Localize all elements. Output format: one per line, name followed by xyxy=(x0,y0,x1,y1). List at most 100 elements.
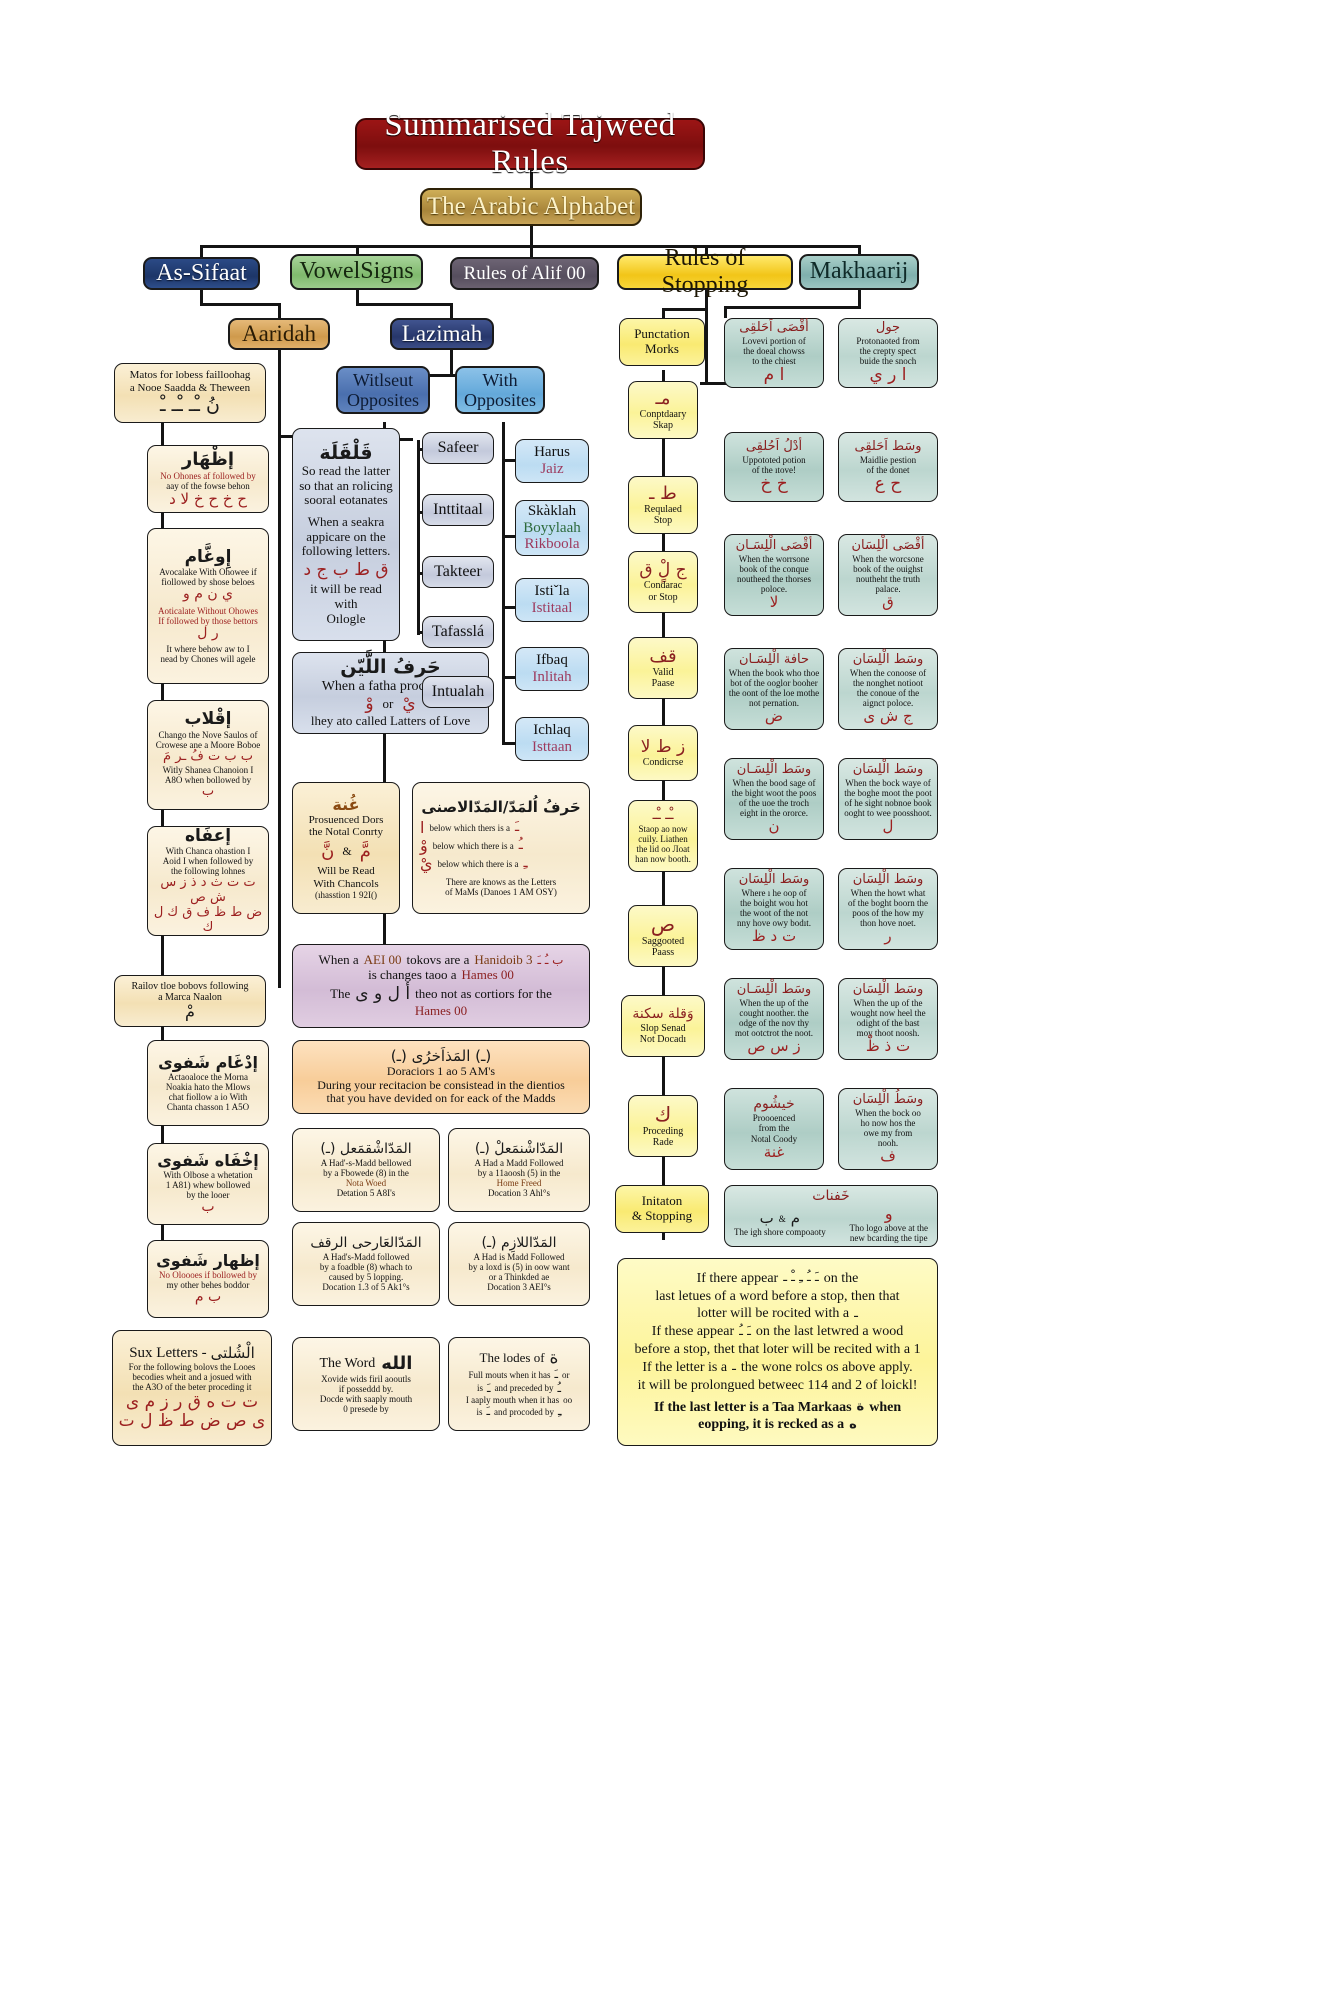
pill-label: Istitaal xyxy=(531,600,573,616)
line: of he sight nobnoe book xyxy=(844,797,932,808)
makhaarij-cell: وسَط الْلِسَـان When the bood sage of th… xyxy=(724,758,824,840)
line: wought now heel the xyxy=(850,1007,926,1018)
connector-line xyxy=(858,285,861,309)
connector-line xyxy=(502,459,520,462)
pill-label: Rikboola xyxy=(524,536,580,553)
arabic-symbol: ـْـ ـْـ xyxy=(652,806,674,823)
line: the oont of the loe mothe xyxy=(728,687,820,698)
line: theo not as cortiors for the xyxy=(415,985,552,1001)
line: Proceding xyxy=(642,1126,684,1137)
line: A8O when bollowed by xyxy=(164,774,252,785)
line: han now booth. xyxy=(635,854,691,865)
category-rules-of-stopping[interactable]: Rules of Stopping xyxy=(617,245,793,298)
stopping-item: ج لٍْ ق Condarac or Stop xyxy=(628,551,698,613)
arabic-title: قَلْقَلَة xyxy=(319,441,373,464)
line: It where behow aw to I xyxy=(166,644,250,655)
makhaarij-cell: خيشُوم Proooenced from the Notal Coody غ… xyxy=(724,1088,824,1170)
pill-label: Harus xyxy=(534,444,570,461)
arabic-title: إظْهَار xyxy=(181,449,235,471)
arabic-letters: م xyxy=(790,1209,801,1228)
connector-line xyxy=(450,303,453,320)
line: book of the conque xyxy=(739,563,809,574)
with-opposite-ifbaq[interactable]: Ifbaq Inlitah xyxy=(515,647,589,691)
sub-aaridah[interactable]: Aaridah xyxy=(228,318,330,350)
category-makhaarij[interactable]: Makhaarij xyxy=(799,254,919,290)
line: Detation 5 A8I's xyxy=(336,1188,396,1199)
without-opposite-tafassla[interactable]: Tafasslá xyxy=(422,616,494,648)
category-rules-of-alif[interactable]: Rules of Alif 00 xyxy=(450,257,599,290)
line: Prosuenced Dors xyxy=(308,813,384,826)
with-opposite-ichlaq[interactable]: Ichlaq Isttaan xyxy=(515,717,589,761)
arabic-letters: نَّ xyxy=(321,840,335,862)
line: Hames 00 xyxy=(461,967,514,983)
without-opposite-safeer[interactable]: Safeer xyxy=(422,432,494,464)
arabic-letters: ب xyxy=(759,1209,774,1228)
line: by a 11aoosh (5) in the xyxy=(477,1167,561,1178)
line: Rade xyxy=(652,1137,674,1149)
line: If there appear xyxy=(696,1270,779,1286)
sub-lazimah[interactable]: Lazimah xyxy=(390,318,494,350)
arabic-title: إعفَاه xyxy=(184,825,232,846)
connector-line xyxy=(705,285,708,385)
connector-line xyxy=(705,245,708,260)
line: by a foadble (8) whach to xyxy=(319,1261,413,1272)
without-opposite-inttitaal[interactable]: Inttitaal xyxy=(422,494,494,526)
arabic-title: وسَطُ الْلِسَان xyxy=(852,1091,924,1107)
line: Valid xyxy=(652,666,674,678)
arabic-letters: ـ xyxy=(732,1359,736,1375)
bottom-note-box: If there appear ـَ ـُ ـِ ـْ ـ on the las… xyxy=(617,1258,938,1446)
category-as-sifaat[interactable]: As-Sifaat xyxy=(143,257,260,290)
arabic-letters: ر xyxy=(884,927,892,946)
arabic-letters: ق ط ب ج د xyxy=(303,560,389,581)
subtitle-text: The Arabic Alphabet xyxy=(426,192,636,220)
line: appicare on the xyxy=(306,528,386,544)
without-opposite-takteer[interactable]: Takteer xyxy=(422,556,494,588)
line: Docation 3 Ahl°s xyxy=(487,1188,551,1199)
pill-label: Jaiz xyxy=(540,461,564,477)
with-opposite-harus-jaiz[interactable]: Harus Jaiz xyxy=(515,439,589,483)
arabic-letters: أ ل و ى xyxy=(355,983,411,1004)
line: No Ohones af followed by xyxy=(160,470,256,481)
line: When the worcsone xyxy=(852,553,924,564)
arabic-letters: ـَ xyxy=(486,1404,491,1419)
line: I aaply mouth when it has xyxy=(465,1395,560,1406)
sub-without-opposites[interactable]: Witlseut Opposites xyxy=(336,366,430,414)
line: When the howt what xyxy=(850,887,926,898)
sifaat-sux-letters-box: Sux Letters - الْشُلتى For the following… xyxy=(112,1330,272,1446)
arabic-title: إدْغَام شَفوى xyxy=(158,1052,258,1072)
line: Docation 1.3 of 5 Ak1°s xyxy=(322,1282,410,1293)
line: Noakia hato the Mlows xyxy=(165,1081,251,1092)
line: With Olbose a whetation xyxy=(163,1169,253,1180)
line: Witly Shanea Chanoion I xyxy=(162,764,254,775)
arabic-letters: وْ xyxy=(365,693,374,714)
line: below which there is a xyxy=(437,858,519,869)
line: is xyxy=(476,1407,483,1418)
with-opposite-istila[interactable]: Istiˇla Istitaal xyxy=(515,578,589,622)
line: If the letter is a xyxy=(642,1359,728,1375)
sub-label: Witlseut Opposites xyxy=(347,369,419,410)
pill-label: Safeer xyxy=(437,438,479,456)
line: of the ıtove! xyxy=(752,464,796,475)
arabic-letters: ـِ xyxy=(558,1404,562,1419)
arabic-letters: ـِ xyxy=(523,854,528,871)
category-vowel-signs[interactable]: VowelSigns xyxy=(290,254,423,290)
arabic-letters: ا م xyxy=(763,364,785,385)
connector-line xyxy=(724,306,727,318)
stopping-item: ط ـ Requlaed Stop xyxy=(628,476,698,534)
madd-item-box: المَدّاشْنمَعلْ (ـ) A Had a Madd Followe… xyxy=(448,1128,590,1212)
line: cuily. Liathen xyxy=(638,833,688,844)
page-title: Summarised Tajweed Rules xyxy=(355,107,705,180)
line: of the uoe the troch xyxy=(739,797,809,808)
line: from the xyxy=(758,1123,790,1134)
without-opposite-intualah[interactable]: Intualah xyxy=(422,676,494,708)
line: Protonaoted from xyxy=(856,335,920,346)
with-opposite-skaklah[interactable]: Skàklah Boyylaah Rikboola xyxy=(515,500,589,556)
pill-label: Takteer xyxy=(434,562,482,580)
line: aignct poloce. xyxy=(862,698,914,709)
line: noutheed the thorses xyxy=(737,573,811,584)
line: fiollowed by shose beloes xyxy=(161,576,255,587)
line: Actaoaloce the Morna xyxy=(168,1071,248,1082)
sub-with-opposites[interactable]: With Opposites xyxy=(455,366,545,414)
pill-label: Tafasslá xyxy=(431,622,485,640)
line: odge of the nov thy xyxy=(739,1017,809,1028)
